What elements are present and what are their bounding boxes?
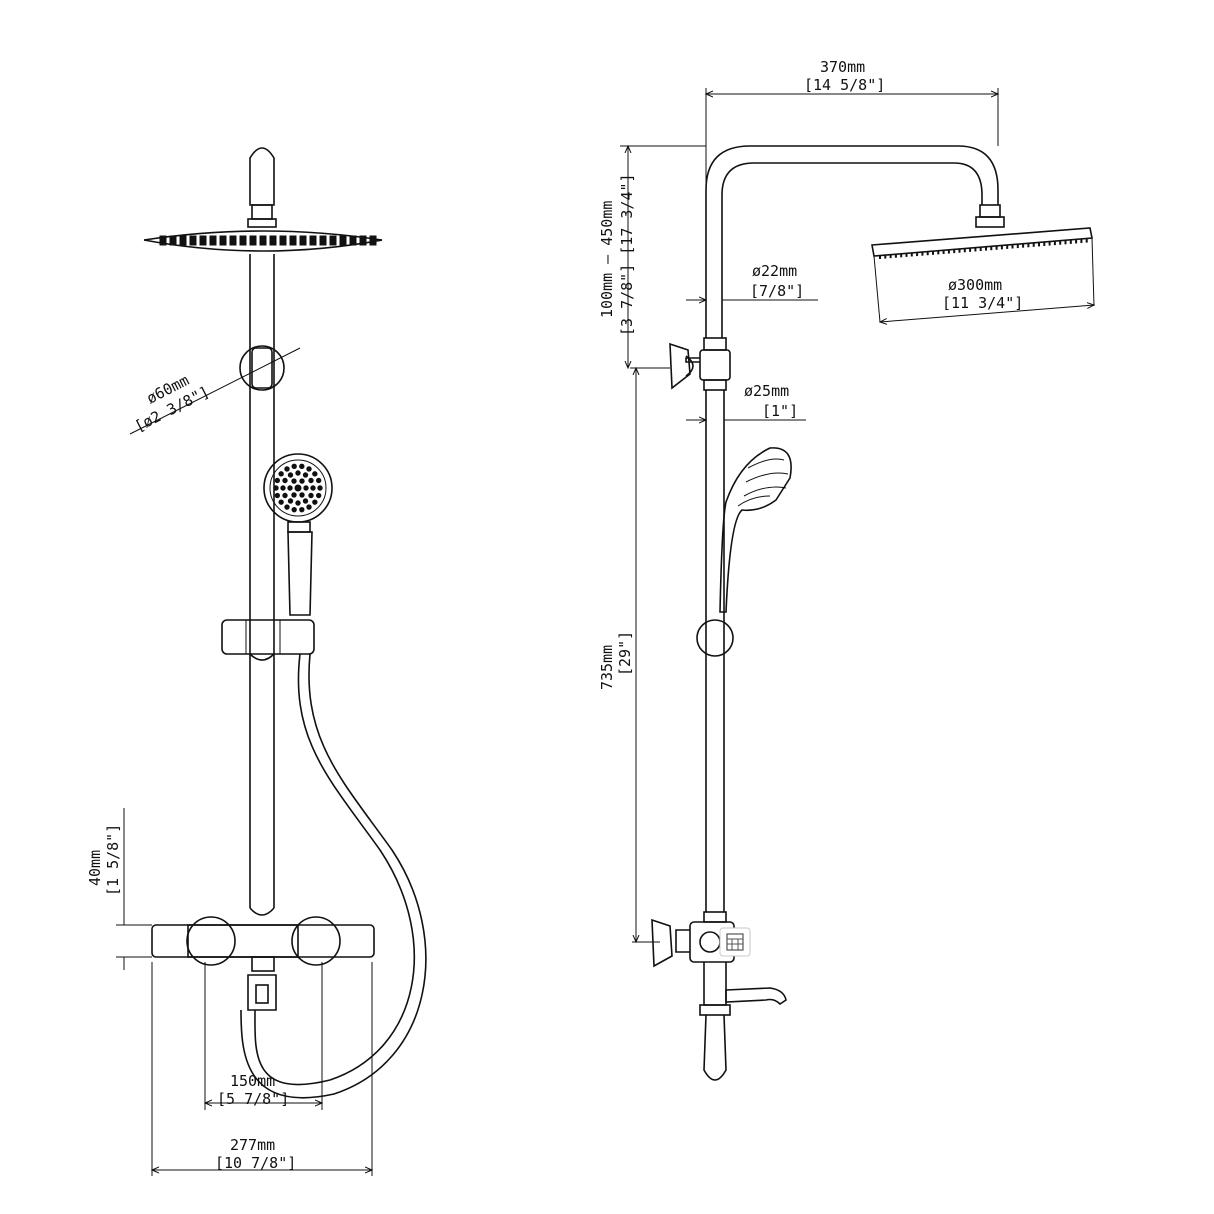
- arm-reach-metric: 370mm: [820, 58, 865, 76]
- front-hand-shower: [263, 453, 333, 616]
- riser-top-cap: [247, 147, 277, 228]
- front-inlet-spacing-dim: 150mm [5 7/8"]: [205, 962, 322, 1110]
- side-gooseneck-arm: [705, 145, 999, 338]
- side-arm-reach-dim: 370mm [14 5/8"]: [706, 58, 998, 338]
- side-upper-joint: [669, 337, 731, 391]
- body-height-imperial: [1 5/8"]: [104, 824, 122, 896]
- side-riser-pipe: [705, 390, 725, 912]
- riser-height-metric: 735mm: [598, 645, 616, 690]
- total-width-metric: 277mm: [230, 1136, 275, 1154]
- lower-pipe-imperial: [1"]: [762, 402, 798, 420]
- side-lower-pipe-dim: ø25mm [1"]: [686, 382, 806, 420]
- side-riser-height-dim: 735mm [29"]: [598, 368, 660, 942]
- side-mixer: [651, 911, 787, 1081]
- side-hand-shower: [719, 447, 792, 613]
- front-total-width-dim: 277mm [10 7/8"]: [152, 962, 372, 1176]
- side-slider-knob: [696, 619, 734, 657]
- head-diameter-imperial: [11 3/4"]: [942, 294, 1023, 312]
- side-head-connector: [975, 204, 1005, 228]
- upper-pipe-imperial: [7/8"]: [750, 282, 804, 300]
- front-body-height-dim: 40mm [1 5/8"]: [86, 808, 152, 970]
- front-slider-bracket: [221, 619, 315, 661]
- height-adjust-metric: 100mm — 450mm: [598, 201, 616, 318]
- lower-pipe-metric: ø25mm: [744, 382, 789, 400]
- front-rain-head: [143, 230, 383, 252]
- front-mixer-body: [151, 916, 375, 1011]
- side-head-diameter-dim: ø300mm [11 3/4"]: [880, 276, 1094, 322]
- side-rain-head: [871, 227, 1095, 323]
- grid-square-icon[interactable]: [719, 927, 751, 957]
- side-view: ø300mm [11 3/4"] ø22mm [7/8"]: [598, 58, 1095, 1081]
- side-upper-pipe-dim: ø22mm [7/8"]: [686, 262, 818, 300]
- inlet-spacing-metric: 150mm: [230, 1072, 275, 1090]
- height-adjust-imperial: [3 7/8"] [17 3/4"]: [618, 173, 636, 336]
- front-riser-pipe: [249, 254, 275, 916]
- arm-reach-imperial: [14 5/8"]: [804, 76, 885, 94]
- side-height-adjust-dim: 100mm — 450mm [3 7/8"] [17 3/4"]: [598, 146, 706, 368]
- total-width-imperial: [10 7/8"]: [215, 1154, 296, 1172]
- head-diameter-metric: ø300mm: [948, 276, 1002, 294]
- front-view: ø60mm [ø2 3/8"] 40mm [1 5/8"] 150mm [5 7…: [86, 147, 427, 1176]
- front-swivel-joint: [239, 345, 285, 391]
- front-hose: [240, 653, 427, 1099]
- body-height-metric: 40mm: [86, 850, 104, 886]
- inlet-spacing-imperial: [5 7/8"]: [217, 1090, 289, 1108]
- upper-pipe-metric: ø22mm: [752, 262, 797, 280]
- riser-height-imperial: [29"]: [616, 631, 634, 676]
